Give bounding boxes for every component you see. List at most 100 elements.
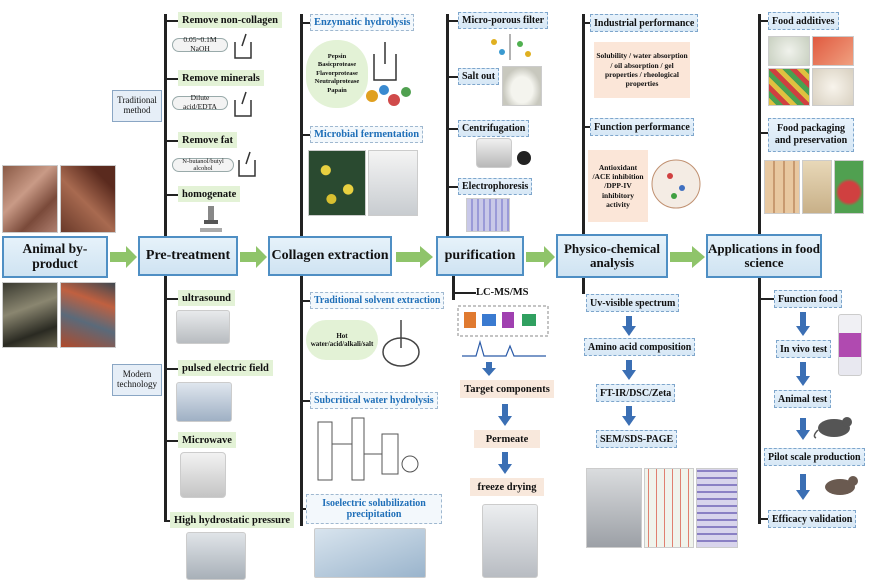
modern-technology-tag: Modern technology xyxy=(112,364,162,396)
branch-subcritical xyxy=(300,400,312,402)
collagen-extraction-label: Collagen extraction xyxy=(271,248,389,264)
animal-by-product-label: Animal by-product xyxy=(22,241,88,271)
down-arrow-animal xyxy=(796,418,810,440)
pretreatment-trunk-lower xyxy=(164,276,167,522)
animal-photo-fish xyxy=(60,282,116,348)
physico-trunk-upper xyxy=(582,14,585,234)
industrial-desc-box: Solubility / water absorption / oil abso… xyxy=(594,42,690,98)
ftir-label: FT-IR/DSC/Zeta xyxy=(596,384,676,402)
function-food-label: Function food xyxy=(774,290,842,308)
mouse-icon xyxy=(813,417,852,439)
flow-arrow-2 xyxy=(240,246,267,268)
animal-by-product-box: Animal by-product xyxy=(2,236,108,278)
animal-photo-hide xyxy=(60,165,116,233)
microbial-fermentation-label: Microbial fermentation xyxy=(310,126,424,143)
lcms-label: LC-MS/MS xyxy=(476,286,529,298)
function-desc-box: Antioxidant /ACE inhibition /DPP-IV inhi… xyxy=(588,150,648,222)
branch-microporous xyxy=(446,20,458,22)
additives-photo-2 xyxy=(812,36,854,66)
down-arrow-target xyxy=(498,404,512,426)
extraction-vessel-icon xyxy=(382,320,420,367)
branch-pef xyxy=(164,368,178,370)
remove-noncollagen-label: Remove non-collagen xyxy=(178,12,282,28)
filter-icon xyxy=(491,34,531,60)
animal-test-label: Animal test xyxy=(774,390,832,408)
purification-box: purification xyxy=(436,236,524,276)
additives-photo-3 xyxy=(768,68,810,106)
branch-lcms xyxy=(452,292,476,294)
traditional-method-tag: Traditional method xyxy=(112,90,162,122)
branch-fat xyxy=(164,140,178,142)
industrial-performance-label: Industrial performance xyxy=(590,14,699,32)
down-arrow-lcms xyxy=(482,362,496,376)
lcms-schematic-icon xyxy=(457,305,549,357)
edta-tag: Dilute acid/EDTA xyxy=(172,93,228,111)
isoelectric-label: Isoelectric solubilization precipitation xyxy=(306,494,442,524)
microbe-image xyxy=(308,150,366,216)
branch-efficacy xyxy=(758,518,768,520)
centrifugation-label: Centrifugation xyxy=(458,120,530,137)
applications-trunk-lower xyxy=(758,278,761,524)
branch-enzymatic xyxy=(300,22,312,24)
physico-chemical-label: Physico-chemical analysis xyxy=(563,240,661,270)
additives-photo-4 xyxy=(812,68,854,106)
enzyme-molecule-icon xyxy=(366,85,411,106)
remove-minerals-label: Remove minerals xyxy=(178,70,264,86)
mouse-icon xyxy=(825,476,858,495)
electrophoresis-label: Electrophoresis xyxy=(458,178,533,195)
ultrasound-device-image xyxy=(176,310,230,344)
salt-out-label: Salt out xyxy=(458,68,500,85)
flow-arrow-3 xyxy=(396,246,433,268)
branch-microbial xyxy=(300,134,312,136)
naoh-tag: 0.05~0.1M NaOH xyxy=(172,35,228,53)
microwave-device-image xyxy=(180,452,226,498)
food-packaging-label: Food packaging and preservation xyxy=(768,118,854,152)
sem-instrument-image xyxy=(586,468,642,548)
branch-solvent xyxy=(300,300,312,302)
pretreatment-trunk-upper xyxy=(164,14,167,236)
pretreatment-label: Pre-treatment xyxy=(145,248,231,264)
down-arrow-amino xyxy=(622,360,636,380)
homogenate-label: homogenate xyxy=(178,186,241,202)
beaker-icon xyxy=(238,151,256,177)
permeate-label: Permeate xyxy=(474,430,540,448)
purification-label: purification xyxy=(444,248,516,264)
additives-photo-1 xyxy=(768,36,810,66)
branch-electrophoresis xyxy=(446,186,458,188)
applications-trunk-upper xyxy=(758,14,761,234)
ultrasound-label: ultrasound xyxy=(178,290,236,306)
pathway-diagram-icon xyxy=(651,159,701,209)
pef-device-image xyxy=(176,382,232,422)
tube-icon xyxy=(517,151,531,165)
extraction-trunk-upper xyxy=(300,14,303,236)
branch-function-food xyxy=(758,298,774,300)
branch-packaging xyxy=(758,132,768,134)
salt-out-image xyxy=(502,66,542,106)
flow-arrow-4 xyxy=(526,246,555,268)
solvent-extraction-label: Traditional solvent extraction xyxy=(310,292,445,309)
branch-ultrasound xyxy=(164,298,178,300)
beaker-icon xyxy=(234,33,252,59)
packaging-photo-1 xyxy=(764,160,800,214)
vial-image xyxy=(838,314,862,376)
in-vivo-test-label: In vivo test xyxy=(776,340,832,358)
branch-function xyxy=(582,126,590,128)
pef-label: pulsed electric field xyxy=(178,360,273,376)
homogenizer-icon xyxy=(200,206,222,232)
reactor-icon xyxy=(373,42,397,81)
branch-noncollagen xyxy=(164,20,178,22)
physico-trunk-lower xyxy=(582,278,585,294)
enzymatic-hydrolysis-label: Enzymatic hydrolysis xyxy=(310,14,415,31)
packaging-photo-3 xyxy=(834,160,864,214)
uv-visible-label: Uv-visible spectrum xyxy=(586,294,680,312)
microwave-label: Microwave xyxy=(178,432,236,448)
enzyme-list-bubble: Pepsin Basicprotease Flavorprotease Neut… xyxy=(306,40,368,108)
gel-image xyxy=(466,198,510,232)
remove-fat-label: Remove fat xyxy=(178,132,238,148)
down-arrow-permeate xyxy=(498,452,512,474)
food-additives-label: Food additives xyxy=(768,12,839,30)
subcritical-label: Subcritical water hydrolysis xyxy=(310,392,438,409)
microporous-filter-label: Micro-porous filter xyxy=(458,12,549,29)
centrifuge-image xyxy=(476,138,512,168)
animal-photo-bones xyxy=(2,282,58,348)
